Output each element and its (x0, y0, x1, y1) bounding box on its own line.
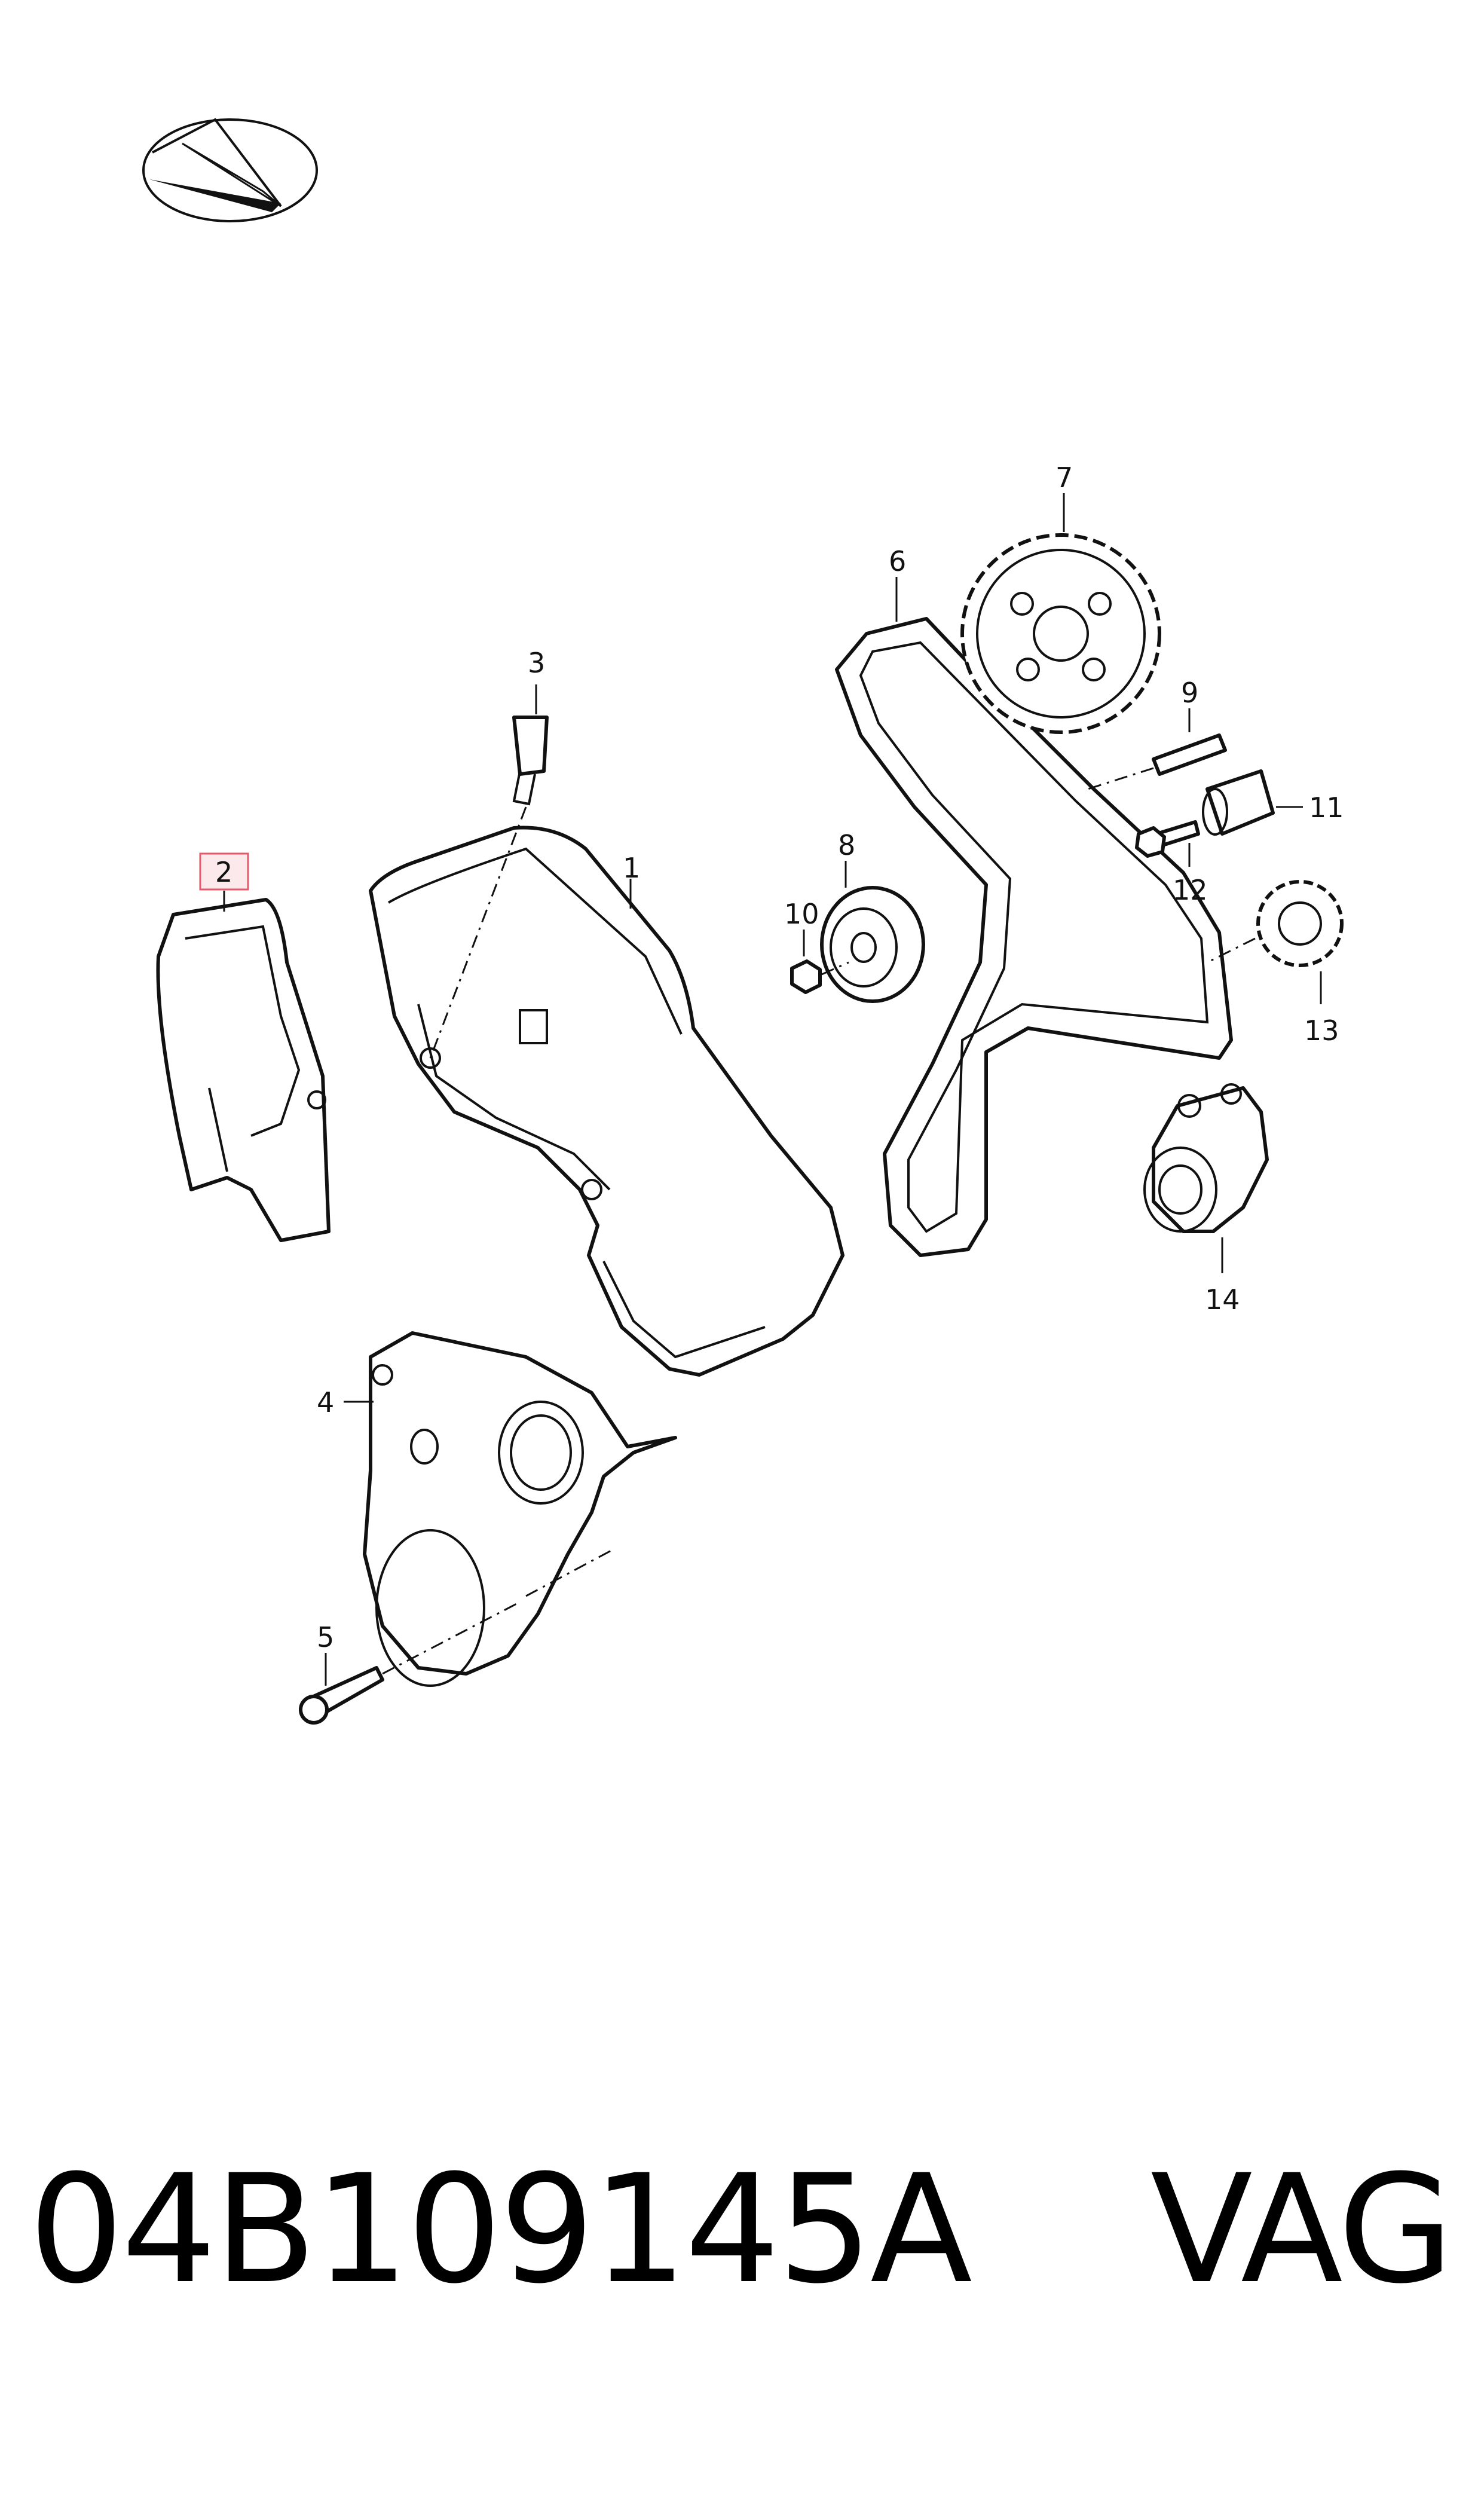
part-10-nut[interactable] (790, 959, 849, 994)
callout-14: 14 (1205, 1283, 1240, 1316)
callout-8: 8 (838, 829, 855, 861)
callout-1: 1 (623, 852, 640, 884)
callout-10: 10 (784, 898, 819, 930)
leader-lines (223, 493, 1322, 1686)
part-9-stud[interactable] (1087, 733, 1227, 790)
part-number-caption: 04B109145A VAG (29, 2134, 1463, 2325)
callout-numbers: 2 1 3 4 5 6 7 8 9 10 11 12 13 14 (199, 461, 1344, 1653)
part-3-bolt[interactable] (429, 716, 549, 1059)
part-13-crankshaft-sprocket[interactable] (1207, 880, 1344, 967)
part-14-coolant-pump[interactable] (1143, 1083, 1269, 1233)
callout-3: 3 (528, 647, 545, 679)
callout-9: 9 (1181, 677, 1198, 709)
callout-11: 11 (1309, 791, 1344, 824)
callout-13: 13 (1304, 1014, 1339, 1047)
callout-4: 4 (317, 1386, 334, 1419)
callout-12: 12 (1173, 874, 1208, 906)
brand-name: VAG (1150, 2142, 1454, 2316)
part-8-tensioner-roller[interactable] (820, 886, 925, 1003)
part-2-upper-belt-cover[interactable] (156, 898, 331, 1242)
part-1-lower-belt-cover[interactable] (369, 826, 844, 1377)
part-12-bolt[interactable] (1135, 820, 1200, 858)
callout-5: 5 (317, 1621, 334, 1653)
callout-2-highlight-box (199, 852, 249, 891)
part-5-bolt[interactable] (299, 1601, 521, 1725)
caption-spacer (970, 2142, 1151, 2316)
part-6-timing-belt[interactable] (835, 617, 1233, 1257)
callout-6: 6 (889, 545, 906, 577)
part-number: 04B109145A (29, 2142, 972, 2316)
callout-2: 2 (215, 856, 232, 888)
callout-7: 7 (1055, 461, 1073, 494)
part-4-rear-cover[interactable] (363, 1331, 677, 1687)
part-11-spacer-sleeve[interactable] (1202, 769, 1275, 836)
part-7-camshaft-sprocket[interactable] (960, 533, 1161, 734)
vag-logo (142, 118, 318, 222)
